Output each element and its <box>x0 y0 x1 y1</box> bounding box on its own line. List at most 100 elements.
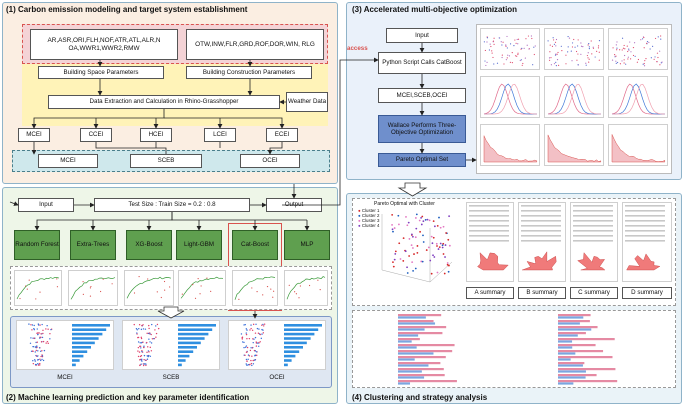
optimization-point <box>565 54 567 56</box>
optimization-point <box>622 47 625 49</box>
weather-data: Weather Data <box>286 92 328 112</box>
strategy-bar <box>558 350 604 353</box>
shap-point <box>245 332 247 334</box>
learning-curve <box>234 276 276 300</box>
cluster-point <box>443 272 446 275</box>
curve-point <box>266 285 269 288</box>
curve-point <box>194 297 197 299</box>
optimization-point <box>623 59 625 61</box>
shap-point <box>41 323 43 326</box>
optimization-point <box>557 51 559 54</box>
optimization-point <box>630 58 632 60</box>
ecei-box: ECEI <box>266 128 298 142</box>
optimization-point <box>628 49 630 51</box>
optimization-point <box>598 59 600 61</box>
optimization-point <box>573 38 575 41</box>
curve-point <box>156 291 158 293</box>
opt-thumb-2 <box>544 28 604 70</box>
cluster-point <box>432 220 435 223</box>
shap-point <box>243 324 245 326</box>
strategy-bar <box>398 382 411 385</box>
optimization-point <box>633 42 636 44</box>
shap-bar <box>72 337 99 340</box>
shap-bar <box>72 328 107 331</box>
cluster-point <box>448 244 451 247</box>
curve-point <box>200 285 202 287</box>
cluster-point <box>392 265 395 268</box>
shap-point <box>35 355 38 357</box>
summary-text-line <box>573 230 613 232</box>
cluster-point <box>414 267 417 270</box>
cluster-point <box>438 246 441 248</box>
strategy-bar <box>398 374 445 377</box>
shap-point <box>257 332 260 334</box>
shap-point <box>38 332 40 334</box>
cluster-point <box>424 218 427 221</box>
curve-point <box>319 289 321 291</box>
optimization-point <box>493 63 495 65</box>
legend-cluster-4: ● Cluster 4 <box>358 223 380 228</box>
optimization-point <box>616 47 618 49</box>
shap-point <box>248 337 251 340</box>
strategy-bar <box>398 340 412 343</box>
optimization-point <box>571 46 574 48</box>
shap-point <box>250 324 252 326</box>
optimization-point <box>502 41 504 43</box>
shap-point <box>151 323 153 326</box>
optimization-point <box>645 58 647 60</box>
cluster-point <box>418 219 421 222</box>
strategy-bar <box>558 328 592 331</box>
shap-point <box>37 350 39 352</box>
optimization-point <box>557 64 560 66</box>
optimization-point <box>516 55 518 57</box>
shap-point <box>150 342 153 344</box>
shap-point <box>245 358 248 361</box>
cluster-point <box>447 270 450 273</box>
cluster-point <box>408 238 411 240</box>
shap-point <box>249 349 252 352</box>
optimization-point <box>528 48 530 50</box>
summary-text-line <box>521 225 561 227</box>
shap-bar <box>72 350 88 353</box>
shap-point <box>140 347 142 349</box>
optimization-point <box>530 35 533 37</box>
optimization-point <box>551 45 554 47</box>
optimization-point <box>615 60 617 62</box>
shap-point <box>137 341 140 343</box>
panel3-title: (3) Accelerated multi-objective optimiza… <box>352 5 518 14</box>
cluster-point <box>406 224 409 227</box>
shap-point <box>247 354 250 356</box>
shap-point <box>256 342 259 344</box>
strategy-bar <box>398 334 419 337</box>
shap-point <box>143 354 146 357</box>
density-curve <box>484 83 537 115</box>
optimization-point <box>660 35 662 37</box>
shap-point <box>255 323 257 325</box>
summary-text-line <box>469 220 509 222</box>
cluster-point <box>394 253 397 255</box>
shap-point <box>145 359 147 361</box>
curve-point <box>147 278 149 280</box>
optimization-point <box>550 57 552 59</box>
optimization-point <box>646 42 648 44</box>
strategy-bar <box>398 370 422 373</box>
shap-point <box>33 327 35 330</box>
cluster-point <box>420 216 422 219</box>
optimization-point <box>588 58 590 60</box>
summary-text-line <box>469 225 509 227</box>
shap-bar <box>72 363 76 367</box>
strategy-bar <box>558 344 596 347</box>
shap-point <box>39 364 41 366</box>
shap-point <box>37 364 40 366</box>
shap-point <box>154 329 156 331</box>
strategy-bar <box>558 316 584 319</box>
shap-point <box>148 324 150 327</box>
optimization-point <box>521 64 523 66</box>
shap-point <box>39 350 42 352</box>
shap-point <box>246 338 248 340</box>
optimization-point <box>511 52 513 54</box>
shap-point <box>38 347 41 349</box>
shap-bar <box>72 332 103 336</box>
strategy-bar <box>398 364 429 367</box>
optimization-point <box>517 38 520 40</box>
